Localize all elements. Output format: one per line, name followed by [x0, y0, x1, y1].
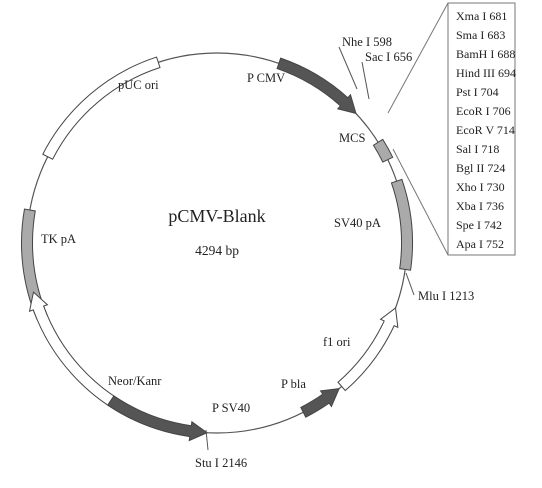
feature-p-bla-arrow: [300, 387, 340, 418]
plasmid-name: pCMV-Blank: [168, 206, 265, 226]
mcs-callout-top: [387, 2, 449, 114]
site-mlu: Mlu I 1213: [418, 289, 474, 303]
label-p-bla: P bla: [281, 377, 306, 391]
feature-tk-pa-block: [20, 208, 48, 321]
mcs-site-13: Apa I 752: [456, 237, 504, 251]
feature-mcs-block: [372, 138, 394, 163]
label-puc-ori: pUC ori: [118, 78, 159, 92]
site-sac: Sac I 656: [365, 50, 412, 64]
feature-f1-ori-arrow: [337, 307, 399, 392]
mcs-site-12: Spe I 742: [456, 218, 502, 232]
label-mcs: MCS: [339, 131, 365, 145]
feature-p-sv40-arrow: [106, 395, 209, 442]
label-f1-ori: f1 ori: [323, 335, 351, 349]
mcs-box-outline: [447, 2, 516, 256]
sac-pointer: [361, 61, 370, 100]
site-stu: Stu I 2146: [195, 456, 247, 470]
mcs-site-4: Hind III 694: [456, 66, 516, 80]
mcs-callout-bottom: [392, 148, 449, 256]
mlu-pointer: [405, 272, 415, 296]
mcs-site-1: Xma I 681: [456, 9, 507, 23]
label-tk-pa: TK pA: [41, 232, 76, 246]
mcs-site-11: Xba I 736: [456, 199, 504, 213]
mcs-site-3: BamH I 688: [456, 47, 515, 61]
mcs-site-6: EcoR I 706: [456, 104, 511, 118]
site-nhe: Nhe I 598: [342, 35, 392, 49]
stu-pointer: [205, 429, 209, 451]
feature-sv40-pa-block: [390, 178, 413, 271]
mcs-site-5: Pst I 704: [456, 85, 499, 99]
feature-puc-ori-block: [42, 56, 161, 160]
label-p-sv40: P SV40: [212, 401, 250, 415]
nhe-pointer: [338, 46, 358, 90]
mcs-site-7: EcoR V 714: [456, 123, 515, 137]
plasmid-size: 4294 bp: [195, 243, 239, 258]
label-pcmv: P CMV: [247, 71, 285, 85]
feature-pcmv-arrow: [276, 57, 357, 115]
label-neor-kanr: Neor/Kanr: [108, 374, 162, 388]
mcs-site-9: Bgl II 724: [456, 161, 505, 175]
label-sv40-pa: SV40 pA: [334, 216, 381, 230]
mcs-site-10: Xho I 730: [456, 180, 505, 194]
mcs-site-2: Sma I 683: [456, 28, 505, 42]
mcs-site-8: Sal I 718: [456, 142, 499, 156]
